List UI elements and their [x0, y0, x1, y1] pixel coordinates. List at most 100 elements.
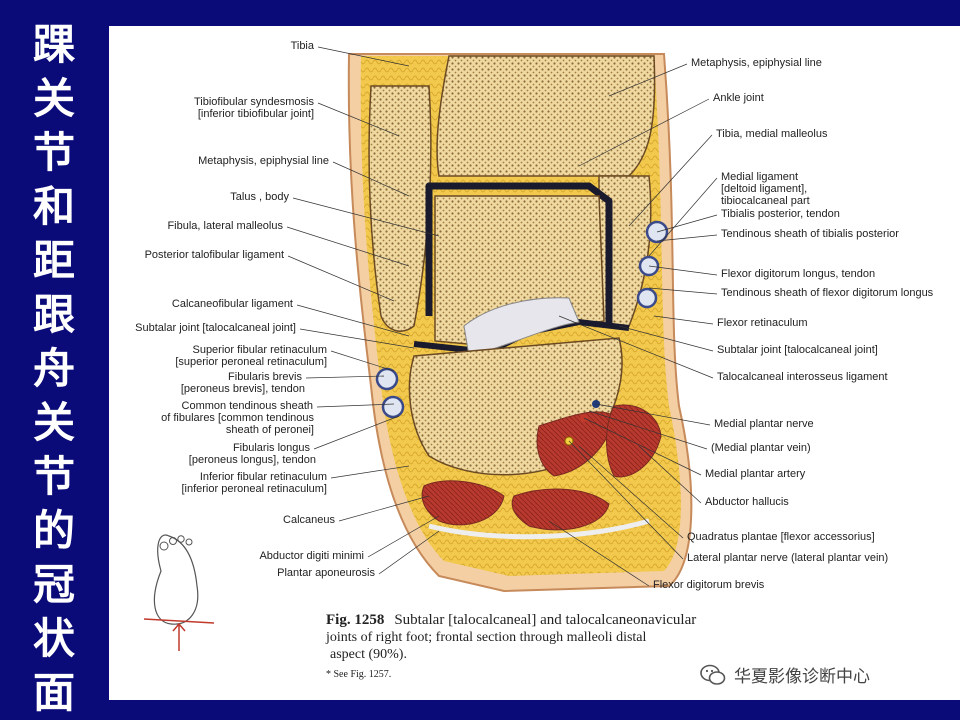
anatomy-label: Superior fibular retinaculum [192, 344, 327, 356]
flexor-hallucis-tendon [636, 287, 658, 309]
anatomy-label: [peroneus brevis], tendon [180, 383, 305, 395]
title-char: 节 [32, 128, 75, 177]
anatomy-label: Common tendinous sheath [181, 400, 313, 412]
leader-line [578, 98, 710, 167]
anatomy-label: Posterior talofibular ligament [144, 249, 284, 261]
leader-line [305, 375, 385, 379]
anatomy-label: Tendinous sheath of flexor digitorum lon… [721, 287, 934, 299]
leader-line [338, 495, 430, 522]
caption-line-3: aspect (90%). [330, 647, 407, 662]
anatomy-label: Tibiofibular syndesmosis [193, 96, 314, 108]
anatomy-label: (Medial plantar vein) [711, 442, 811, 454]
leader-line [299, 328, 415, 349]
anatomy-label: Fibularis brevis [228, 371, 302, 383]
leader-line [378, 530, 440, 575]
title-char: 的 [32, 506, 75, 555]
anatomy-label: Calcaneofibular ligament [171, 298, 293, 310]
anatomy-label: Metaphysis, epiphysial line [198, 155, 329, 167]
leader-line [558, 315, 714, 379]
title-char: 关 [32, 398, 75, 447]
interosseous-ligament [463, 297, 580, 357]
leader-line [653, 315, 714, 325]
fibularis-brevis-tendon [375, 367, 399, 391]
anatomy-label: Inferior fibular retinaculum [199, 471, 327, 483]
ankle-section-illustration [143, 46, 718, 651]
anatomy-label: Medial plantar nerve [714, 418, 814, 430]
title-char: 节 [32, 452, 75, 501]
anatomy-label: [deltoid ligament], [721, 183, 808, 195]
anatomy-label: [inferior peroneal retinaculum] [181, 483, 327, 495]
flexor-digitorum-brevis [511, 488, 610, 531]
title-char: 距 [32, 236, 75, 285]
title-char: 舟 [32, 344, 75, 393]
anatomy-label: Talus , body [230, 191, 289, 203]
leader-line [332, 161, 410, 197]
anatomy-label: [peroneus longus], tendon [188, 454, 316, 466]
anatomy-label: Tibialis posterior, tendon [721, 208, 840, 220]
leader-line [292, 197, 440, 237]
tibia-bone [436, 55, 656, 177]
caption-line-2: joints of right foot; frontal section th… [326, 630, 647, 645]
fibula-bone [368, 85, 432, 332]
fibularis-longus-tendon [381, 395, 405, 419]
leader-line [648, 177, 718, 257]
leader-line [287, 255, 395, 302]
leader-line [296, 304, 410, 337]
anatomy-label: Plantar aponeurosis [277, 567, 375, 579]
anatomy-label: Medial ligament [721, 171, 799, 183]
quadratus-plantae [536, 411, 615, 477]
leader-line [588, 410, 708, 450]
wechat-logo-icon [700, 664, 726, 685]
anatomy-label: [superior peroneal retinaculum] [175, 356, 327, 368]
leader-line [286, 226, 410, 267]
anatomy-label: Subtalar joint [talocalcaneal joint] [717, 344, 878, 356]
plantar-aponeurosis [428, 518, 650, 540]
leader-line [548, 520, 650, 587]
leader-line [638, 445, 702, 504]
leader-line [656, 214, 718, 233]
title-char: 面 [32, 668, 75, 717]
leader-line [656, 234, 718, 242]
ankle-joint-line [425, 182, 613, 326]
caption-note: * See Fig. 1257. [326, 669, 392, 680]
anatomy-label: Medial plantar artery [705, 468, 806, 480]
watermark-text: 华夏影像诊断中心 [734, 667, 870, 687]
anatomy-label: Abductor digiti minimi [259, 550, 364, 562]
anatomy-label: Tendinous sheath of tibialis posterior [721, 228, 899, 240]
vertical-title: 踝关节和距跟舟关节的冠状面 [0, 18, 108, 720]
anatomy-label: tibiocalcaneal part [721, 195, 810, 207]
leader-line [317, 46, 410, 67]
title-char: 跟 [32, 290, 75, 339]
leader-line [317, 102, 400, 137]
leader-line [648, 287, 718, 295]
foot-orientation-icon [143, 534, 215, 651]
anatomy-label: Abductor hallucis [705, 496, 789, 508]
figure-number: Fig. 1258 [326, 612, 385, 628]
leader-line [583, 417, 702, 476]
anatomy-label: Subtalar joint [talocalcaneal joint] [135, 322, 296, 334]
leader-line [628, 134, 713, 227]
title-char: 踝 [32, 20, 75, 69]
leader-line [330, 465, 410, 479]
abductor-digiti-minimi [421, 480, 505, 526]
anatomy-label: Calcaneus [283, 514, 335, 526]
anatomy-label: Metaphysis, epiphysial line [691, 57, 822, 69]
leader-line [367, 515, 440, 558]
anatomy-label: Ankle joint [713, 92, 764, 104]
anatomy-label: Fibularis longus [232, 442, 310, 454]
anatomy-label: Fibula, lateral malleolus [167, 220, 283, 232]
leader-line [330, 350, 395, 372]
leader-line [618, 325, 714, 352]
leader-line [313, 415, 400, 450]
anatomy-label: Flexor retinaculum [717, 317, 808, 329]
title-char: 状 [32, 614, 75, 663]
abductor-hallucis [606, 404, 662, 478]
watermark: 华夏影像诊断中心 [700, 662, 870, 687]
anatomy-label: Tibia, medial malleolus [716, 128, 828, 140]
anatomy-label: Quadratus plantae [flexor accessorius] [687, 531, 875, 543]
anatomy-label: Talocalcaneal interosseus ligament [717, 371, 888, 383]
leader-line [595, 403, 711, 426]
